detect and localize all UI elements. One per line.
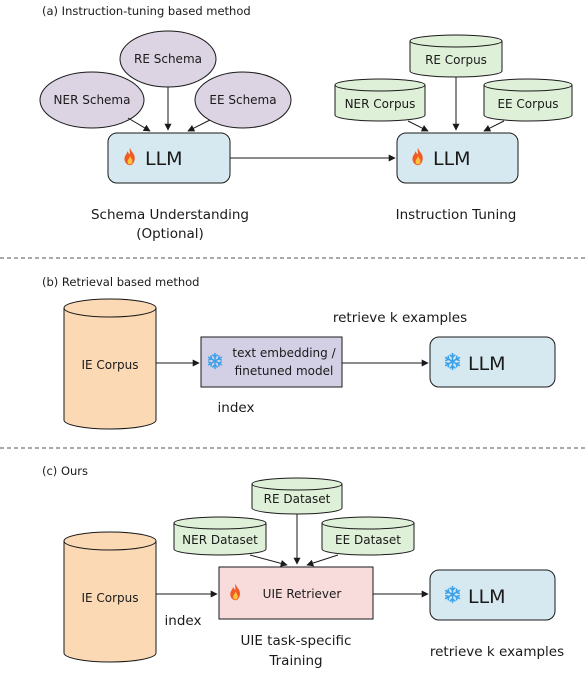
- ner-schema-ellipse: NER Schema: [39, 71, 145, 129]
- arrow-ner-corpus: [407, 120, 429, 132]
- re-schema-ellipse: RE Schema: [119, 30, 217, 88]
- arrow-ee-corpus: [483, 120, 505, 132]
- ee-schema-ellipse: EE Schema: [194, 71, 292, 129]
- arrow-ner-dataset: [249, 554, 288, 567]
- ie-corpus-label-b: IE Corpus: [81, 358, 138, 372]
- llm-box-right: LLM: [396, 132, 519, 184]
- ner-corpus-label: NER Corpus: [345, 97, 416, 111]
- re-schema-label: RE Schema: [134, 52, 202, 66]
- ee-dataset-label: EE Dataset: [335, 533, 401, 547]
- arrow-ee-dataset: [306, 554, 339, 567]
- retrieve-k-label-b: retrieve k examples: [333, 310, 467, 326]
- schema-understanding-label: Schema Understanding: [91, 207, 249, 223]
- panel-c-caption: (c) Ours: [42, 464, 88, 478]
- llm-c-label: LLM: [468, 586, 506, 608]
- optional-label: (Optional): [136, 226, 204, 242]
- embedding-model-box: text embedding / finetuned model: [200, 336, 343, 388]
- ner-dataset-label: NER Dataset: [182, 533, 258, 547]
- llm-box-left: LLM: [107, 132, 231, 184]
- arrow-ner-schema: [127, 117, 151, 132]
- ner-corpus-cylinder: NER Corpus: [334, 78, 426, 122]
- re-dataset-cylinder: RE Dataset: [251, 477, 343, 515]
- uie-training-line1: UIE task-specific: [241, 633, 352, 649]
- ee-corpus-label: EE Corpus: [497, 97, 558, 111]
- uie-retriever-box: UIE Retriever: [218, 566, 374, 620]
- retrieve-k-label-c: retrieve k examples: [430, 644, 564, 660]
- index-label-c: index: [165, 613, 202, 629]
- llm-b-label: LLM: [468, 353, 506, 375]
- ie-corpus-cylinder-b: IE Corpus: [63, 298, 157, 430]
- llm-box-b: LLM: [429, 336, 556, 388]
- panel-b-caption: (b) Retrieval based method: [42, 275, 199, 289]
- re-corpus-cylinder: RE Corpus: [409, 34, 503, 78]
- ee-schema-label: EE Schema: [209, 93, 276, 107]
- uie-training-line2: Training: [268, 653, 322, 669]
- instruction-tuning-label: Instruction Tuning: [396, 207, 517, 223]
- embed-line1-label: text embedding /: [232, 346, 336, 360]
- ie-corpus-cylinder-c: IE Corpus: [63, 531, 157, 663]
- ee-dataset-cylinder: EE Dataset: [321, 516, 415, 556]
- llm-box-c: LLM: [429, 569, 556, 621]
- ner-dataset-cylinder: NER Dataset: [173, 516, 267, 556]
- re-corpus-label: RE Corpus: [425, 53, 487, 67]
- index-label-b: index: [218, 400, 255, 416]
- ie-corpus-label-c: IE Corpus: [81, 591, 138, 605]
- re-dataset-label: RE Dataset: [264, 492, 331, 506]
- panel-a-caption: (a) Instruction-tuning based method: [42, 4, 251, 18]
- llm-left-label: LLM: [145, 148, 183, 170]
- ner-schema-label: NER Schema: [54, 93, 131, 107]
- llm-right-label: LLM: [433, 148, 471, 170]
- ee-corpus-cylinder: EE Corpus: [483, 78, 573, 122]
- uie-retriever-label: UIE Retriever: [263, 587, 342, 601]
- embed-line2-label: finetuned model: [235, 364, 334, 378]
- arrow-ee-schema: [187, 119, 211, 132]
